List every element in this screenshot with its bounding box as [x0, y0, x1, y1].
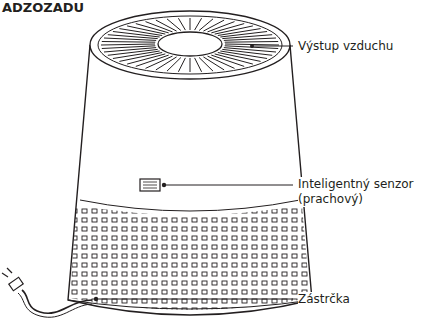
slat: [199, 58, 213, 72]
slat: [102, 41, 156, 43]
slat: [222, 35, 272, 39]
leader-line: [164, 185, 293, 186]
perforated-grille: [66, 195, 316, 310]
slat: [167, 58, 181, 72]
sensor-detail: [143, 188, 157, 189]
outlet-slats: [101, 18, 279, 72]
slat: [102, 46, 156, 49]
slat: [220, 32, 267, 38]
plug-pin: [2, 273, 8, 277]
plug-pin: [7, 268, 12, 273]
center-cap: [158, 32, 222, 56]
slat: [190, 18, 191, 30]
slat: [195, 18, 202, 30]
slat: [199, 19, 213, 31]
sensor-detail: [143, 182, 157, 183]
leader-line: [252, 46, 293, 47]
power-cord: [22, 290, 92, 313]
slat: [178, 18, 185, 30]
top-inner-rim: [98, 16, 282, 74]
part-label: Inteligentný senzor (prachový): [298, 177, 440, 207]
slat: [167, 19, 181, 31]
leader-line: [96, 299, 293, 300]
top-rim: [90, 11, 290, 79]
slat: [108, 35, 158, 39]
slat: [108, 49, 158, 55]
slat: [178, 58, 185, 72]
slat: [190, 58, 191, 72]
slat: [195, 58, 202, 72]
slat: [203, 57, 224, 70]
part-label: Výstup vzduchu: [298, 39, 443, 54]
power-cord: [18, 293, 92, 317]
heading: ADZOZADU: [2, 0, 84, 15]
sensor-detail: [143, 185, 157, 186]
slat: [101, 44, 155, 45]
grille-edge: [80, 200, 300, 211]
slat: [224, 48, 276, 52]
plug: [9, 277, 23, 290]
slat: [156, 20, 177, 31]
sensor-window: [140, 179, 160, 191]
slat: [225, 41, 279, 43]
slat: [224, 38, 276, 40]
part-label: Zástrčka: [298, 292, 443, 307]
